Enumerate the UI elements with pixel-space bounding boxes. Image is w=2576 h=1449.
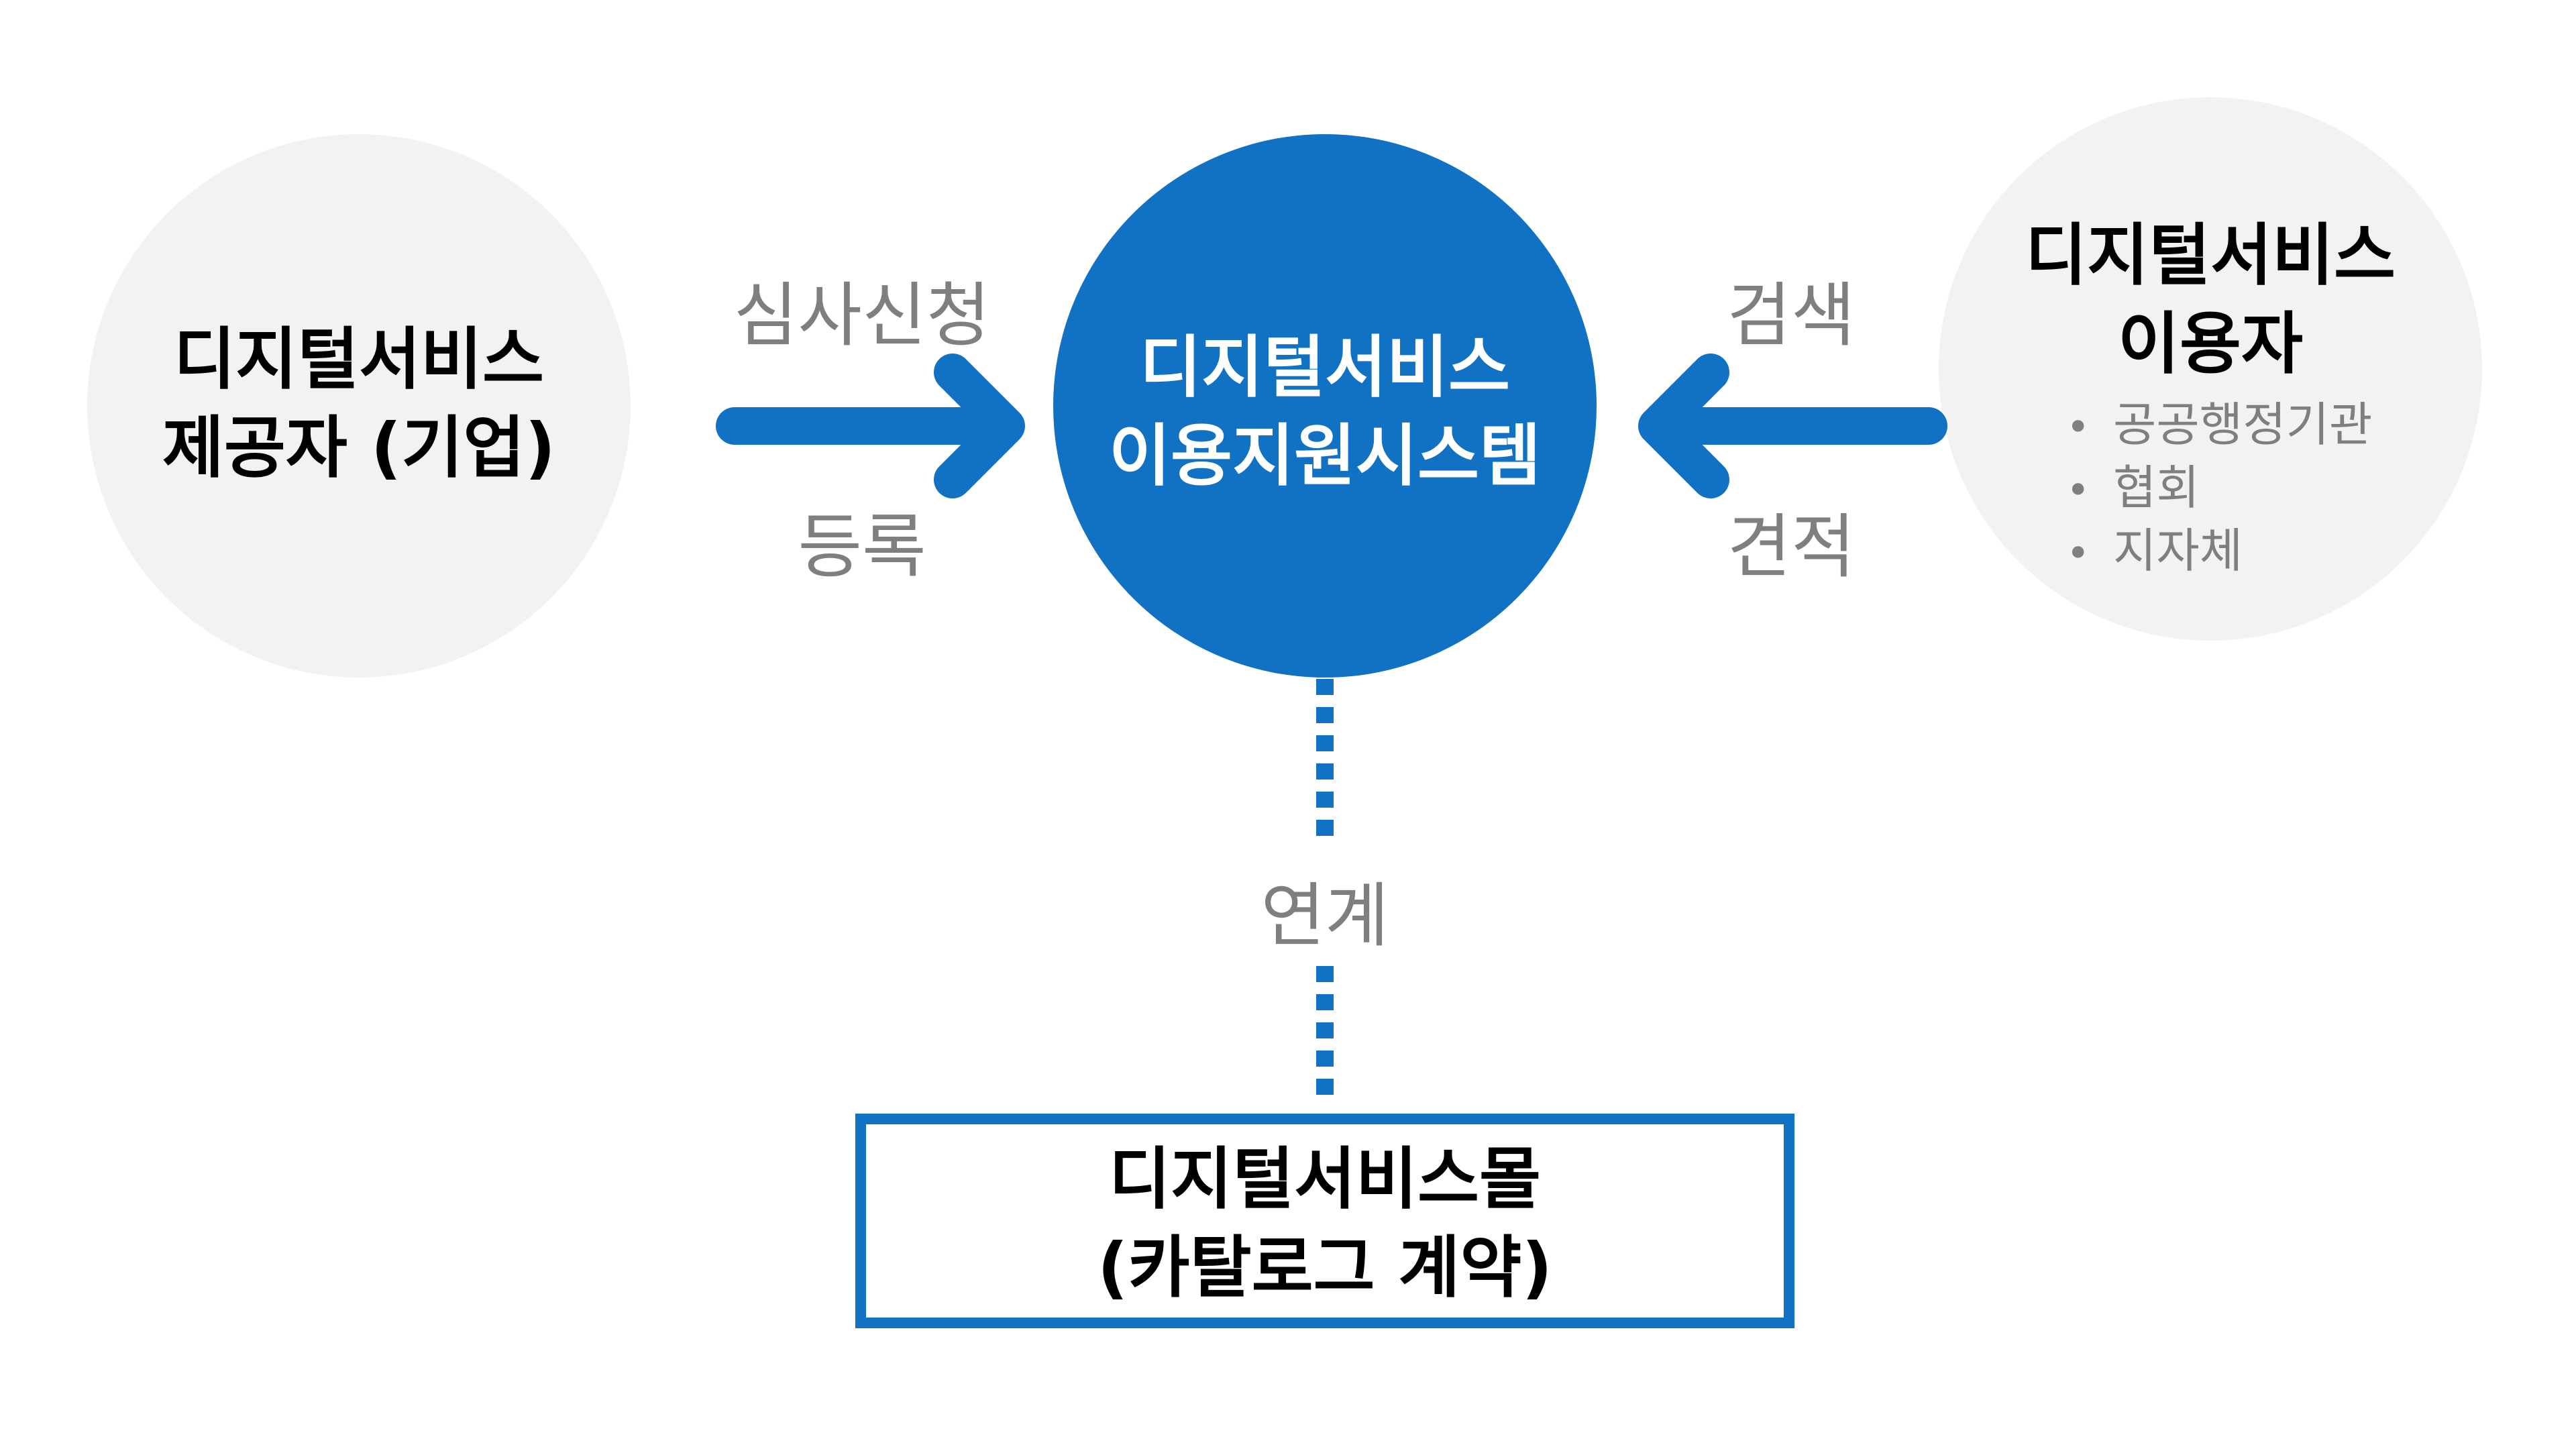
user-label-line2: 이용자 <box>2118 305 2303 383</box>
list-item: • 공공행정기관 <box>2066 394 2372 458</box>
provider-label-line2: 제공자 (기업) <box>162 409 556 487</box>
arrow-label-apply: 심사신청 <box>733 274 991 356</box>
user-type-label: 지자체 <box>2113 523 2243 578</box>
user-circle <box>1939 97 2482 641</box>
bullet-icon: • <box>2066 404 2090 451</box>
service-mall-label-line1: 디지털서비스몰 <box>1109 1140 1541 1218</box>
bullet-icon: • <box>2066 467 2090 514</box>
user-type-label: 공공행정기관 <box>2113 397 2373 452</box>
arrow-label-register: 등록 <box>798 506 926 588</box>
arrow-label-search: 검색 <box>1727 274 1856 356</box>
user-type-label: 협회 <box>2113 460 2200 515</box>
user-label-line1: 디지털서비스 <box>2025 216 2396 294</box>
provider-label-line1: 디지털서비스 <box>174 320 544 398</box>
support-system-label-line2: 이용지원시스템 <box>1109 417 1541 495</box>
list-item: • 지자체 <box>2066 521 2372 584</box>
arrow-label-quote: 견적 <box>1727 506 1856 588</box>
support-system-label-line1: 디지털서비스 <box>1140 328 1510 407</box>
provider-circle <box>87 134 631 678</box>
provider-label: 디지털서비스 제공자 (기업) <box>87 315 631 492</box>
service-mall-label-line2: (카탈로그 계약) <box>1097 1228 1553 1307</box>
user-label: 디지털서비스 이용자 <box>1939 211 2482 388</box>
service-mall-label: 디지털서비스몰 (카탈로그 계약) <box>855 1135 1794 1312</box>
service-mall-box <box>855 1114 1794 1328</box>
list-item: • 협회 <box>2066 458 2372 521</box>
right-arrow-icon <box>716 354 1025 498</box>
support-system-label: 디지털서비스 이용지원시스템 <box>1053 323 1597 500</box>
user-type-list: • 공공행정기관 • 협회 • 지자체 <box>2066 394 2372 584</box>
left-arrow-icon <box>1638 354 1947 498</box>
bullet-icon: • <box>2066 530 2090 577</box>
connector-label: 연계 <box>1260 875 1389 957</box>
support-system-circle <box>1053 134 1597 678</box>
